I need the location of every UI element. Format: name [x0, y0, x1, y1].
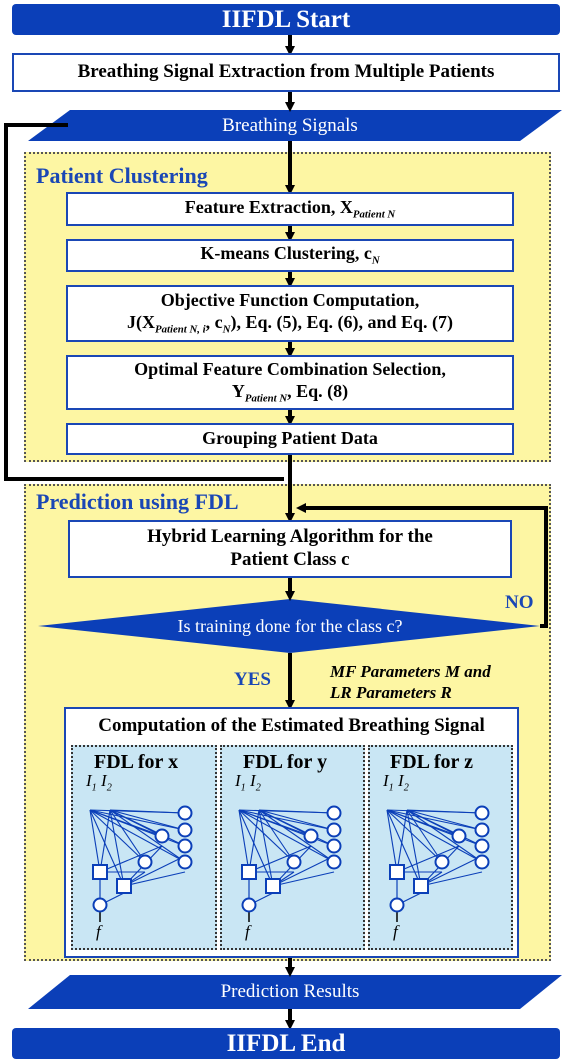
grouping-label: Grouping Patient Data — [202, 428, 378, 449]
decision-diamond — [38, 599, 540, 653]
params-line1: MF Parameters M and — [330, 662, 491, 681]
decision-label: Is training done for the class c? — [177, 615, 403, 636]
kmeans-box: K-means Clustering, cN — [66, 239, 514, 272]
yes-label: YES — [234, 669, 271, 690]
breathing-signals-shape — [28, 110, 562, 141]
start-terminal: IIFDL Start — [12, 4, 560, 35]
no-label: NO — [505, 592, 534, 613]
feature-extraction-box: Feature Extraction, XPatient N — [66, 192, 514, 226]
decision-text: Is training done for the class c? — [90, 612, 490, 640]
parameters-label: MF Parameters M and LR Parameters R — [330, 661, 491, 704]
objective-function-box: Objective Function Computation, J(XPatie… — [66, 285, 514, 342]
fdl-z-title: FDL for z — [390, 751, 473, 773]
optimal-line1: Optimal Feature Combination Selection, — [134, 359, 446, 380]
hybrid-learning-box: Hybrid Learning Algorithm for the Patien… — [68, 520, 512, 578]
kmeans-text: K-means Clustering, cN — [200, 243, 380, 267]
computation-title: Computation of the Estimated Breathing S… — [98, 715, 485, 736]
fdl-z-output: f — [393, 922, 398, 941]
optimal-feature-box: Optimal Feature Combination Selection, Y… — [66, 355, 514, 410]
prediction-title: Prediction using FDL — [36, 489, 239, 514]
signal-extraction-box: Breathing Signal Extraction from Multipl… — [12, 53, 560, 92]
prediction-results-shape — [28, 975, 562, 1009]
objective-line2: J(XPatient N, i, cN), Eq. (5), Eq. (6), … — [126, 312, 454, 336]
fdl-z-inputs: I1 I2 — [383, 771, 409, 794]
feature-extraction-text: Feature Extraction, XPatient N — [184, 196, 396, 221]
patient-clustering-title: Patient Clustering — [36, 163, 208, 188]
optimal-line2: YPatient N, Eq. (8) — [231, 381, 349, 405]
breathing-signals-label: Breathing Signals — [222, 114, 358, 136]
fdl-y-output: f — [245, 922, 250, 941]
params-line2: LR Parameters R — [330, 683, 452, 703]
grouping-box: Grouping Patient Data — [66, 423, 514, 455]
fdl-y-inputs: I1 I2 — [235, 771, 261, 794]
signal-extraction-label: Breathing Signal Extraction from Multipl… — [77, 61, 495, 83]
end-label: IIFDL End — [226, 1029, 346, 1057]
end-terminal: IIFDL End — [12, 1028, 560, 1059]
fdl-x-output: f — [96, 922, 101, 941]
fdl-x-title: FDL for x — [94, 751, 179, 773]
hybrid-line1: Hybrid Learning Algorithm for the — [147, 526, 433, 548]
hybrid-line2: Patient Class c — [230, 549, 350, 570]
objective-line1: Objective Function Computation, — [160, 290, 420, 311]
prediction-results-io: Prediction Results — [40, 976, 540, 1008]
fdl-x-inputs: I1 I2 — [86, 771, 112, 794]
fdl-y-title: FDL for y — [243, 751, 328, 773]
arrow-signals-bypass — [4, 123, 284, 481]
breathing-signals-io: Breathing Signals — [40, 110, 540, 141]
prediction-results-label: Prediction Results — [220, 981, 360, 1002]
start-label: IIFDL Start — [221, 5, 351, 33]
arrow-no-loop — [296, 503, 548, 628]
